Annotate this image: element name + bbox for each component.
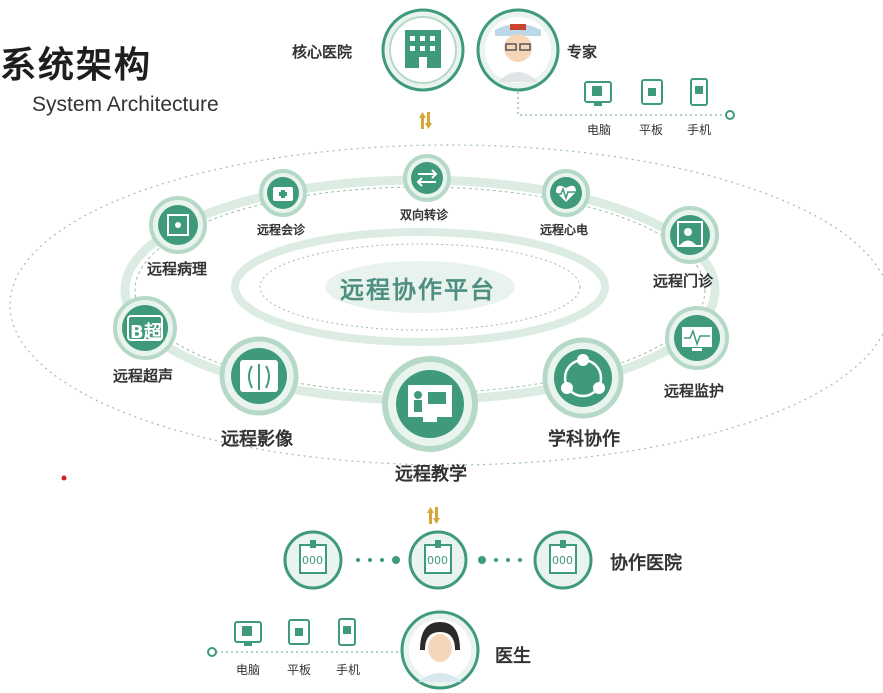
ellipsis-dots-2	[478, 556, 522, 564]
referral-icon	[403, 154, 451, 202]
coop-hospital-icon-1	[283, 530, 343, 590]
ellipsis-dots-1	[356, 556, 400, 564]
imaging-icon	[219, 336, 299, 416]
doctor-label: 医生	[495, 646, 531, 667]
bottom-tablet-icon	[288, 619, 310, 645]
coop-hospital-2-text: 000	[427, 554, 448, 567]
service-label-teaching: 远程教学	[395, 464, 467, 485]
coop-hospital-3-text: 000	[552, 554, 573, 567]
outpatient-icon	[661, 206, 719, 264]
coop-hospital-label: 协作医院	[610, 553, 682, 574]
coop-hospital-icon-2	[408, 530, 468, 590]
bottom-device-label-tablet: 平板	[287, 663, 312, 677]
service-label-imaging: 远程影像	[221, 429, 293, 450]
discipline-icon	[542, 337, 624, 419]
teaching-icon	[382, 356, 478, 452]
updown-arrows-top	[419, 112, 432, 129]
consult-icon	[259, 169, 307, 217]
red-dot	[61, 475, 67, 481]
coop-hospital-1-text: 000	[302, 554, 323, 567]
ultrasound-icon	[113, 296, 177, 360]
coop-hospital-icon-3	[533, 530, 593, 590]
bottom-phone-icon	[338, 618, 356, 646]
platform-label: 远程协作平台	[340, 276, 496, 304]
bottom-device-connector	[207, 647, 400, 657]
service-label-referral: 双向转诊	[400, 208, 449, 222]
bottom-computer-icon	[234, 621, 262, 646]
platform-ring	[231, 228, 609, 346]
top-phone-icon	[690, 78, 708, 106]
top-device-label-phone: 手机	[687, 123, 712, 137]
updown-arrows-bottom	[427, 507, 440, 524]
page-subtitle: System Architecture	[32, 93, 219, 116]
ecg-icon	[542, 169, 590, 217]
expert-avatar-icon	[476, 8, 560, 92]
platform-ring-dots	[259, 243, 581, 331]
service-label-ecg: 远程心电	[540, 223, 589, 237]
page-title: 系统架构	[0, 45, 153, 86]
service-label-ultrasound: 远程超声	[113, 367, 174, 385]
core-hospital-icon	[381, 8, 465, 92]
platform-core	[325, 261, 515, 313]
top-device-connector	[517, 92, 735, 120]
service-label-discipline: 学科协作	[548, 429, 620, 450]
top-device-label-tablet: 平板	[639, 123, 664, 137]
pathology-icon	[149, 196, 207, 254]
top-device-label-computer: 电脑	[587, 123, 612, 137]
service-label-consult: 远程会诊	[257, 223, 306, 237]
core-hospital-label: 核心医院	[292, 43, 353, 61]
ultrasound-icon-text: B超	[130, 322, 162, 343]
top-tablet-icon	[641, 79, 663, 105]
top-computer-icon	[584, 81, 612, 106]
bottom-device-label-phone: 手机	[336, 663, 361, 677]
main-ring-dots	[134, 186, 706, 394]
doctor-avatar-icon	[400, 610, 480, 690]
monitoring-icon	[665, 306, 729, 370]
service-label-monitoring: 远程监护	[664, 382, 725, 400]
bottom-device-label-computer: 电脑	[236, 663, 261, 677]
service-label-outpatient: 远程门诊	[653, 272, 714, 290]
service-label-pathology: 远程病理	[147, 260, 208, 278]
expert-label: 专家	[567, 43, 598, 61]
